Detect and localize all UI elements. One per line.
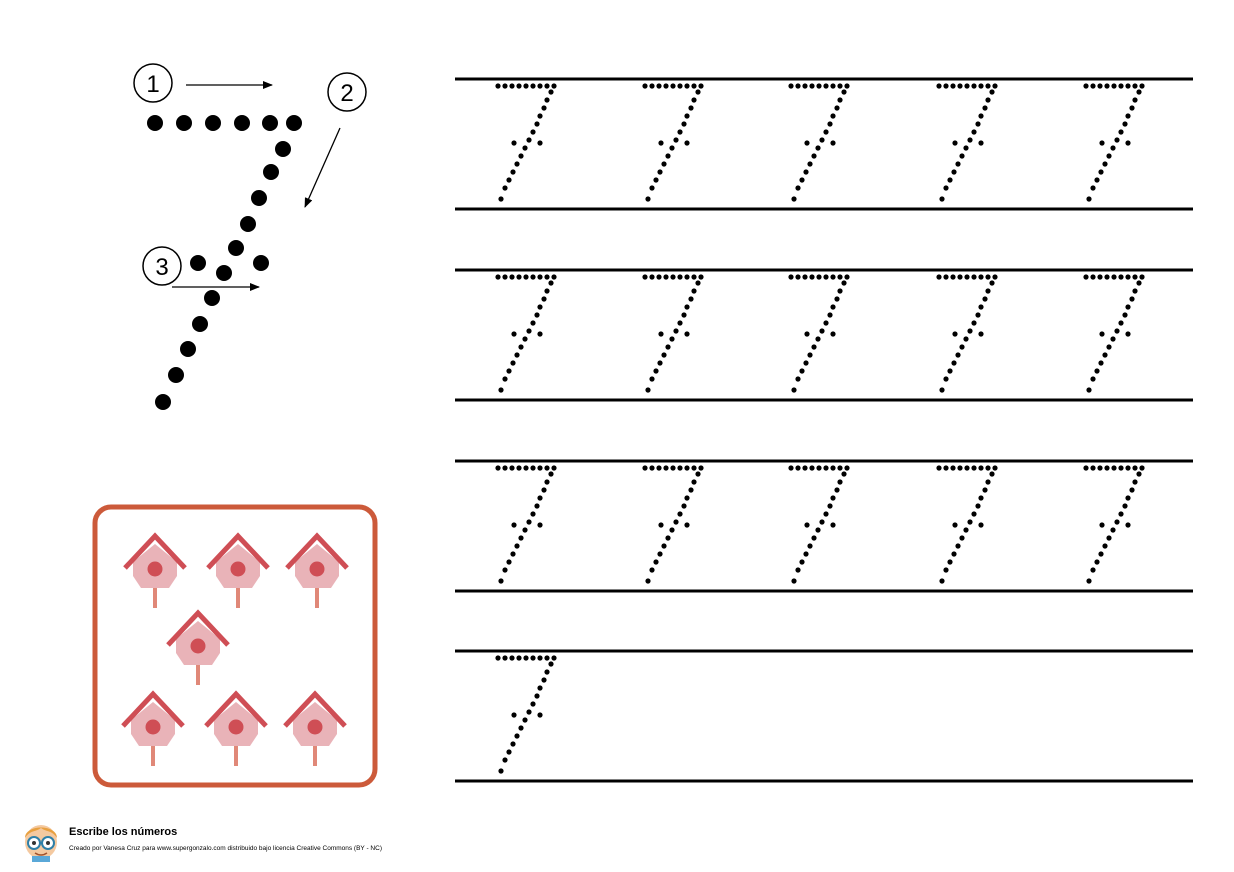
traced-digit — [642, 83, 704, 202]
birdhouse-icon — [285, 532, 349, 608]
traced-digit — [788, 274, 850, 393]
traced-digit — [788, 83, 850, 202]
birdhouse-icon — [206, 532, 270, 608]
digit-dot — [286, 115, 302, 131]
digit-dot — [275, 141, 291, 157]
digit-dot — [263, 164, 279, 180]
traced-digit — [936, 274, 998, 393]
step-1-number: 1 — [146, 71, 159, 98]
tracing-row — [455, 459, 1193, 593]
traced-digit — [642, 274, 704, 393]
boy-with-glasses-icon — [25, 825, 57, 862]
digit-dot — [168, 367, 184, 383]
digit-dot — [180, 341, 196, 357]
digit-dot — [176, 115, 192, 131]
digit-dot — [147, 115, 163, 131]
digit-dot — [240, 216, 256, 232]
digit-dot — [262, 115, 278, 131]
digit-dot — [205, 115, 221, 131]
step-3-marker: 3 — [142, 246, 182, 286]
digit-dot — [228, 240, 244, 256]
traced-digit — [1083, 465, 1145, 584]
digit-dot — [251, 190, 267, 206]
digit-dot — [155, 394, 171, 410]
birdhouse-icon — [283, 690, 347, 766]
traced-digit — [1083, 274, 1145, 393]
footer-title: Escribe los números — [69, 826, 178, 838]
footer: Escribe los números Creado por Vanesa Cr… — [22, 818, 622, 862]
tracing-row — [455, 649, 1193, 783]
birdhouse-icon — [204, 690, 268, 766]
model-digit: 1 2 3 — [133, 63, 367, 410]
tracing-row — [455, 268, 1193, 402]
footer-credit: Creado por Vanesa Cruz para www.supergon… — [69, 845, 382, 852]
traced-digit — [936, 83, 998, 202]
digit-dot — [204, 290, 220, 306]
step-2-marker: 2 — [327, 72, 367, 112]
birdhouse-icon — [123, 532, 187, 608]
step-3-number: 3 — [155, 254, 168, 281]
traced-digit — [788, 465, 850, 584]
traced-digit — [495, 465, 557, 584]
traced-digit — [495, 655, 557, 774]
traced-digit — [495, 83, 557, 202]
traced-digit — [495, 274, 557, 393]
model-digit-dots — [147, 115, 302, 410]
traced-digit — [1083, 83, 1145, 202]
step-1-marker: 1 — [133, 63, 173, 103]
birdhouse-icon — [166, 609, 230, 685]
traced-digit — [642, 465, 704, 584]
traced-digit — [936, 465, 998, 584]
tracing-row — [455, 77, 1193, 211]
birdhouse-group — [121, 532, 349, 766]
step-2-number: 2 — [340, 80, 353, 107]
digit-dot — [234, 115, 250, 131]
digit-dot — [216, 265, 232, 281]
digit-dot — [190, 255, 206, 271]
digit-dot — [192, 316, 208, 332]
birdhouse-icon — [121, 690, 185, 766]
tracing-area — [455, 77, 1193, 783]
step-2-arrow — [304, 127, 341, 208]
counting-box — [92, 504, 378, 788]
digit-dot — [253, 255, 269, 271]
